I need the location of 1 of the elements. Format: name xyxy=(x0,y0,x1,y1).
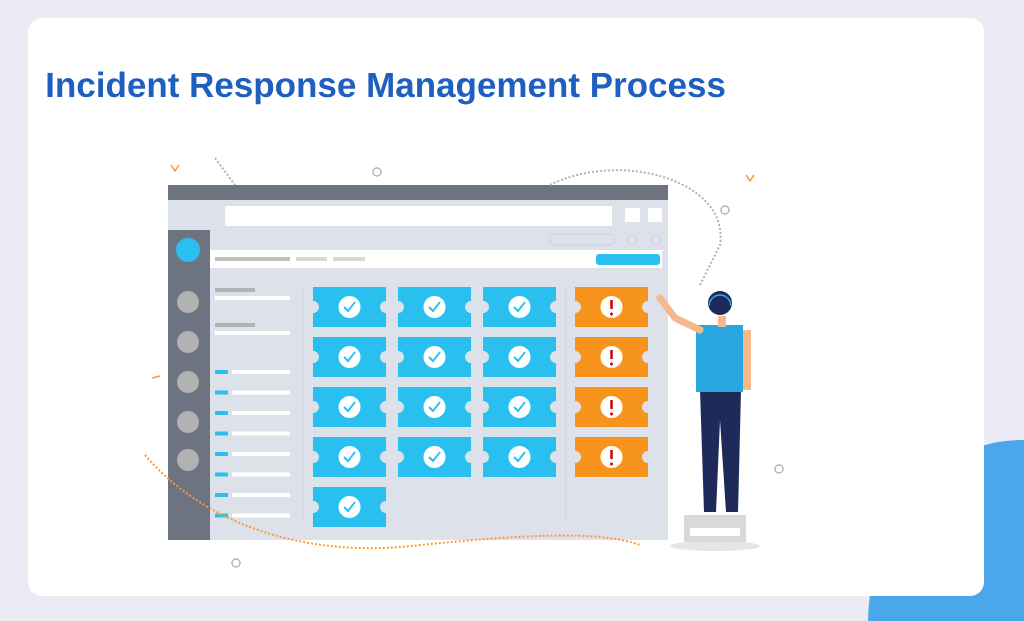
title: Incident Response Management Process xyxy=(47,71,725,105)
